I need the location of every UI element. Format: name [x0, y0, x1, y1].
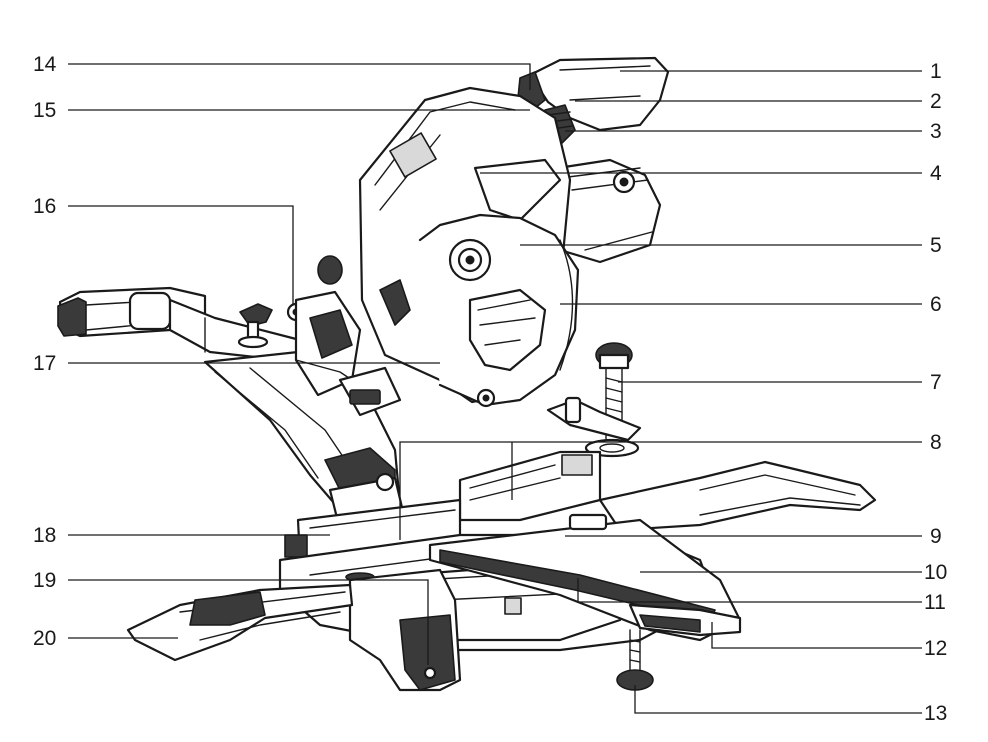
front-base [348, 568, 462, 692]
callout-14: 14 [33, 53, 57, 76]
right-extension-arm [598, 460, 877, 532]
bevel-lock-pivot [286, 290, 362, 397]
work-clamp [546, 342, 642, 458]
callout-18: 18 [33, 524, 56, 547]
callout-3: 3 [930, 120, 942, 143]
motor-housing [317, 158, 662, 285]
miter-saw-illustration [57, 56, 877, 692]
callout-1: 1 [930, 60, 942, 83]
left-wire-extension [126, 583, 354, 662]
callout-labels: 1 2 3 4 5 6 7 8 9 10 11 12 13 14 15 16 1… [33, 53, 947, 725]
callout-7: 7 [930, 371, 942, 394]
callout-20: 20 [33, 627, 56, 650]
callout-4: 4 [930, 162, 942, 185]
callout-16: 16 [33, 195, 56, 218]
callout-5: 5 [930, 234, 942, 257]
laser-switch-block [338, 366, 402, 417]
callout-19: 19 [33, 569, 56, 592]
callout-10: 10 [924, 561, 947, 584]
leader-11 [577, 578, 922, 603]
miter-arm-bar [428, 513, 742, 642]
lower-blade-guard [379, 279, 547, 408]
callout-9: 9 [930, 525, 942, 548]
leader-14 [68, 63, 531, 90]
leader-8 [399, 441, 922, 540]
callout-12: 12 [924, 637, 947, 660]
callout-11: 11 [924, 591, 946, 614]
left-extension-rail [57, 286, 302, 364]
callout-15: 15 [33, 99, 56, 122]
callout-2: 2 [930, 90, 942, 113]
callout-8: 8 [930, 431, 942, 454]
leader-13 [634, 685, 922, 714]
callout-13: 13 [924, 702, 947, 725]
callout-17: 17 [33, 352, 56, 375]
leader-lines [68, 63, 922, 714]
rail-lock-knob [237, 303, 273, 349]
leader-19 [68, 579, 429, 665]
callout-6: 6 [930, 293, 942, 316]
leader-16 [68, 205, 294, 305]
leader-12 [711, 622, 922, 649]
